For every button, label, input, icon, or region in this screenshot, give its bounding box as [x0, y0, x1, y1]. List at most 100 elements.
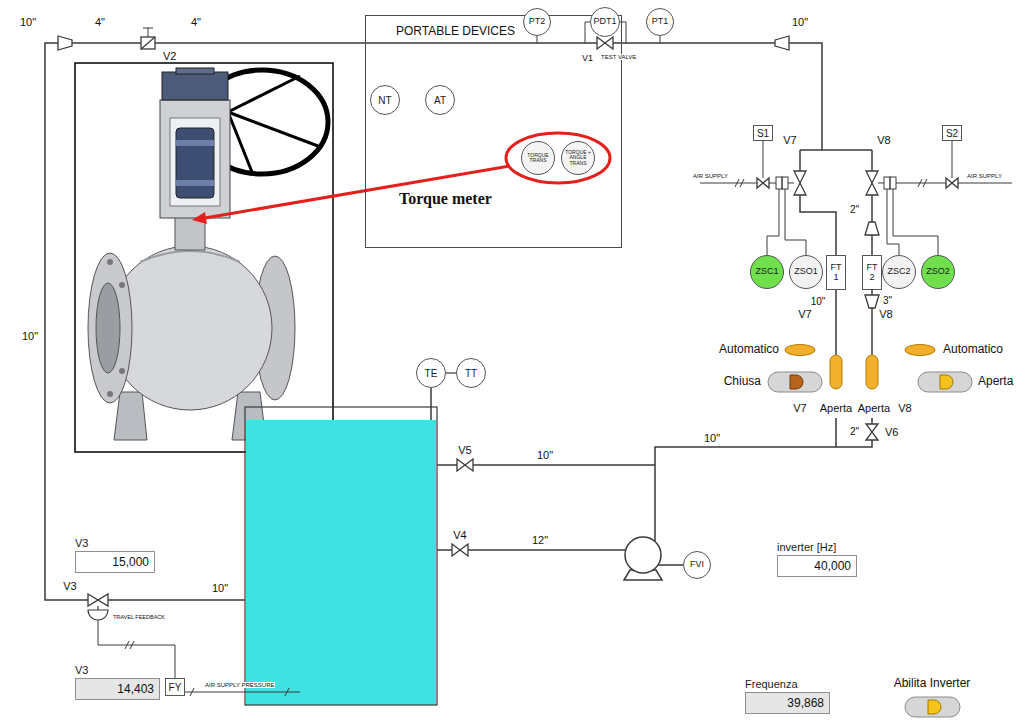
valve-symbol: [141, 37, 155, 49]
drawing-label: V7: [797, 308, 812, 321]
reducer: [775, 36, 789, 50]
instrument-bubble: PT2: [523, 8, 551, 36]
instrument-bubble: NT: [370, 85, 400, 115]
readout-field: Frequenza 39,868: [745, 678, 830, 714]
valve-symbol: [794, 171, 806, 195]
valve-illustration: [176, 140, 214, 146]
drawing-label: AIR SUPPLY: [966, 173, 1003, 180]
instrument-bubble: FVI: [683, 551, 711, 579]
status-lamp: [866, 355, 878, 389]
actuator: [88, 610, 108, 620]
drawing-label: Abilita Inverter: [893, 677, 972, 691]
drawing-label: Aperta: [857, 402, 891, 415]
toggle-switch: [790, 375, 803, 389]
feedback-line: [125, 641, 129, 649]
pipe-line: [871, 418, 873, 424]
toggle-switch: [928, 700, 941, 714]
valve-illustration: [119, 368, 125, 374]
air-supply-line: [700, 141, 1012, 189]
field-value: 40,000: [814, 556, 851, 576]
feedback-line: [190, 688, 194, 696]
panel-title: PORTABLE DEVICES: [366, 16, 621, 38]
limit-switch: ZSC1: [750, 255, 784, 289]
valve-illustration: [176, 68, 214, 74]
callout-marker: [506, 133, 610, 183]
valve-illustration: [176, 128, 214, 198]
air-supply-line: [788, 183, 794, 184]
valve-symbol: [946, 178, 958, 188]
valve-symbol: [597, 37, 613, 49]
drawing-label: 10": [791, 16, 809, 29]
air-supply-line: [782, 177, 788, 189]
pipe-line: [800, 195, 836, 255]
impulse-line: [660, 36, 661, 43]
field-caption: V3: [75, 664, 160, 677]
valve-illustration: [75, 63, 333, 452]
solenoid-box: S1: [753, 125, 773, 141]
node-label: ZSC1: [755, 267, 778, 277]
pipe-line: [800, 149, 872, 151]
drawing-label: 10": [19, 16, 37, 29]
valve-illustration: [228, 112, 318, 146]
node-label: ZSO2: [926, 267, 950, 277]
instrument-bubble: PT1: [646, 8, 674, 36]
air-supply-line: [776, 177, 782, 189]
signal-line: [785, 189, 806, 255]
toggle-switch: [768, 372, 822, 392]
field-caption: Frequenza: [745, 678, 830, 691]
field-value: 39,868: [787, 693, 824, 713]
instrument-bubble: AT: [425, 85, 455, 115]
drawing-label: V5: [457, 444, 472, 457]
instrument-bubble: TE: [416, 358, 446, 388]
drawing-label: 10": [810, 296, 827, 308]
drawing-label: 10": [21, 330, 39, 343]
valve-symbol: [866, 424, 878, 440]
node-label: PT1: [652, 17, 669, 27]
impulse-line: [537, 36, 538, 43]
drawing-label: Aperta: [819, 402, 853, 415]
air-supply-line: [896, 183, 946, 184]
node-label: PDT1: [593, 17, 616, 27]
valve-symbol: [141, 37, 155, 49]
toggle-switch: [940, 375, 953, 389]
valve-illustration: [114, 392, 147, 440]
drawing-label: TRAVEL FEEDBACK: [112, 614, 166, 620]
impulse-line: [620, 22, 626, 43]
node-label: FT 2: [864, 263, 880, 283]
impulse-line: [143, 28, 153, 29]
storage-tank: [246, 420, 436, 705]
field-caption: V3: [75, 537, 155, 550]
pipe-line: [473, 464, 655, 466]
drawing-label: 2": [849, 204, 860, 216]
valve-illustration: [170, 118, 220, 206]
air-supply-line: [763, 141, 764, 178]
valve-illustration: [140, 251, 240, 262]
valve-illustration: [162, 72, 228, 100]
node-label: S1: [757, 128, 769, 139]
flow-transmitter: FT 2: [862, 255, 882, 290]
connector-group: [446, 372, 456, 373]
pipe-line: [658, 564, 683, 566]
node-label: AT: [434, 95, 446, 106]
status-lamp: [830, 355, 842, 389]
pipe-line: [835, 290, 837, 355]
storage-tank: [245, 407, 437, 705]
pipe-line: [45, 43, 88, 600]
drawing-label: V7: [792, 402, 807, 415]
valve-symbol: [452, 544, 468, 556]
pipe-line: [430, 388, 432, 420]
valve-symbol: [88, 594, 108, 606]
valve-illustration: [176, 180, 214, 186]
node-label: ZSC2: [887, 267, 910, 277]
field-value: 15,000: [112, 552, 149, 572]
valve-illustration: [108, 246, 272, 410]
feedback-line: [285, 688, 289, 696]
node-label: FY: [169, 682, 182, 693]
drawing-label: V7: [782, 134, 797, 147]
pipe-line: [437, 464, 457, 466]
solenoid-box: S2: [942, 125, 962, 141]
drawing-label: V4: [452, 529, 467, 542]
node-label: PT2: [529, 17, 546, 27]
limit-switch: ZSC2: [882, 255, 916, 289]
